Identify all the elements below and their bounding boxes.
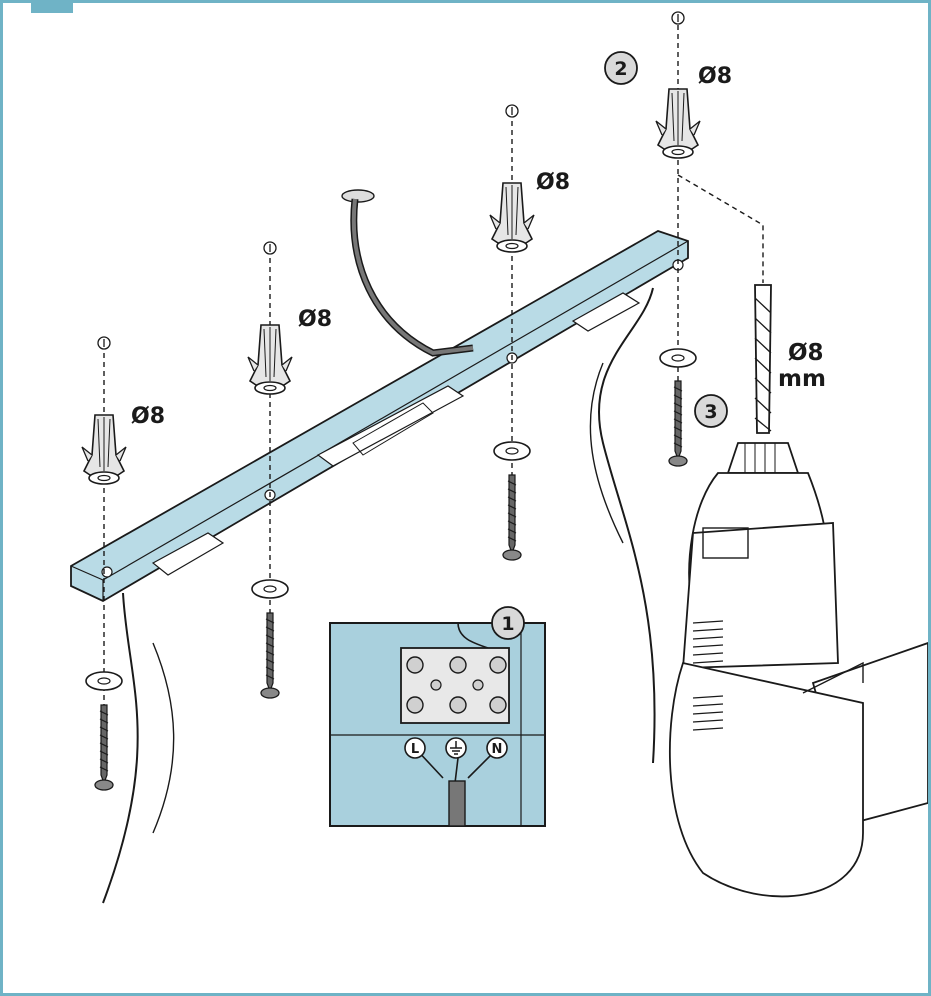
drill-bit-unit-label: mm bbox=[778, 366, 826, 392]
live-terminal-label: L bbox=[411, 742, 419, 757]
step-badge-1-number: 1 bbox=[501, 613, 514, 635]
step-badge-1: 1 bbox=[491, 606, 525, 640]
earth-icon bbox=[450, 741, 462, 755]
power-drill bbox=[669, 284, 928, 898]
drill-bit-diameter-label: Ø8 bbox=[788, 340, 824, 366]
dowel-2-diameter-label: Ø8 bbox=[298, 307, 332, 332]
washer-screw-3 bbox=[493, 441, 531, 561]
alignment-lines bbox=[103, 25, 764, 713]
neutral-terminal-label: N bbox=[492, 742, 503, 757]
step-badge-2: 2 bbox=[604, 51, 638, 85]
installation-diagram: L N 1 2 3 Ø8 Ø8 Ø8 Ø8 Ø8 bbox=[70, 11, 928, 904]
wall-plug-4 bbox=[655, 11, 701, 159]
step-badge-2-number: 2 bbox=[614, 58, 627, 80]
live-terminal-marker bbox=[404, 737, 426, 759]
mounting-bracket bbox=[70, 230, 689, 603]
step-badge-3: 3 bbox=[694, 394, 728, 428]
washer-screw-4 bbox=[659, 348, 697, 467]
supply-cables bbox=[102, 189, 656, 904]
wall-plug-2 bbox=[247, 241, 293, 395]
dowel-1-diameter-label: Ø8 bbox=[131, 404, 165, 429]
neutral-terminal-marker bbox=[486, 737, 508, 759]
dowel-4-diameter-label: Ø8 bbox=[698, 64, 732, 89]
step-header-tab bbox=[31, 3, 73, 13]
washer-screw-1 bbox=[85, 671, 123, 791]
washer-screw-2 bbox=[251, 579, 289, 699]
dowel-3-diameter-label: Ø8 bbox=[536, 170, 570, 195]
step-badge-3-number: 3 bbox=[704, 401, 717, 423]
terminal-block bbox=[400, 647, 510, 724]
wiring-inset: L N bbox=[329, 622, 546, 827]
